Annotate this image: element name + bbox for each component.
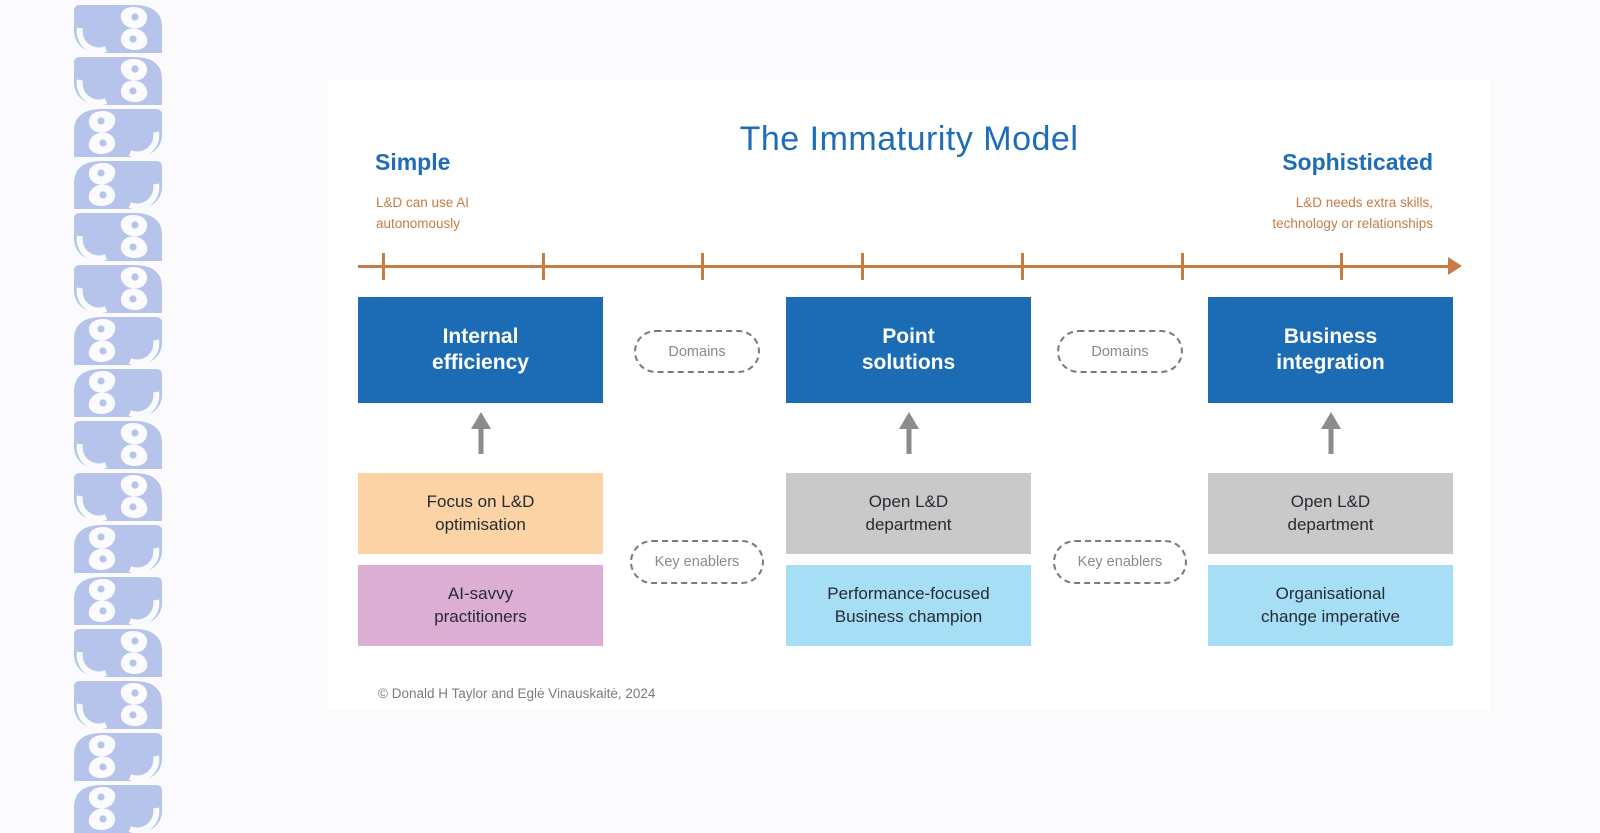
brand-pattern-strip xyxy=(74,0,162,833)
axis-arrowhead-icon xyxy=(1448,257,1462,275)
domains-pill: Domains xyxy=(634,330,760,373)
stage-internal-efficiency: Internal efficiency xyxy=(358,297,603,403)
logo-tile-icon xyxy=(74,5,162,53)
up-arrow-icon xyxy=(1320,412,1341,454)
column-business-integration: Business integration Open L&D department… xyxy=(1208,297,1453,646)
axis-tick xyxy=(1020,253,1024,280)
logo-tile-icon xyxy=(74,681,162,729)
enabler-open-ld-department-1: Open L&D department xyxy=(786,473,1031,554)
logo-tile-icon xyxy=(74,473,162,521)
logo-tile-icon xyxy=(74,317,162,365)
simple-subtext: L&D can use AI autonomously xyxy=(376,195,470,231)
axis-tick xyxy=(541,253,545,280)
key-enablers-pill: Key enablers xyxy=(1053,540,1187,584)
column-point-solutions: Point solutions Open L&D department Perf… xyxy=(786,297,1031,646)
logo-tile-icon xyxy=(74,733,162,781)
axis-tick xyxy=(1340,253,1344,280)
enabler-organisational-change-imperative: Organisational change imperative xyxy=(1208,565,1453,646)
logo-tile-icon xyxy=(74,265,162,313)
axis-tick xyxy=(1180,253,1184,280)
domains-pill: Domains xyxy=(1057,330,1183,373)
axis-tick xyxy=(861,253,865,280)
enabler-performance-focused-business-champion: Performance-focused Business champion xyxy=(786,565,1031,646)
key-enablers-pill: Key enablers xyxy=(630,540,764,584)
up-arrow-icon xyxy=(898,412,919,454)
enabler-open-ld-department-2: Open L&D department xyxy=(1208,473,1453,554)
logo-tile-icon xyxy=(74,109,162,157)
logo-tile-icon xyxy=(74,785,162,833)
logo-tile-icon xyxy=(74,57,162,105)
immaturity-model-slide: The Immaturity Model Simple L&D can use … xyxy=(328,80,1490,710)
logo-tile-icon xyxy=(74,577,162,625)
up-arrow-icon xyxy=(470,412,491,454)
logo-tile-icon xyxy=(74,161,162,209)
stage-business-integration: Business integration xyxy=(1208,297,1453,403)
logo-tile-icon xyxy=(74,213,162,261)
simple-heading: Simple xyxy=(375,149,451,175)
stage-point-solutions: Point solutions xyxy=(786,297,1031,403)
sophisticated-heading: Sophisticated xyxy=(1282,149,1433,175)
copyright-text: © Donald H Taylor and Eglė Vinauskaitė, … xyxy=(378,686,656,701)
sophisticated-subtext: L&D needs extra skills, technology or re… xyxy=(1272,195,1433,231)
logo-tile-icon xyxy=(74,369,162,417)
maturity-axis xyxy=(358,253,1462,280)
logo-tile-icon xyxy=(74,421,162,469)
axis-tick xyxy=(382,253,385,280)
logo-tile-icon xyxy=(74,525,162,573)
page-title: The Immaturity Model xyxy=(739,120,1079,158)
logo-tile-icon xyxy=(74,629,162,677)
axis-tick xyxy=(701,253,705,280)
column-internal-efficiency: Internal efficiency Focus on L&D optimis… xyxy=(358,297,603,646)
enabler-ai-savvy-practitioners: AI-savvy practitioners xyxy=(358,565,603,646)
enabler-focus-on-ld-optimisation: Focus on L&D optimisation xyxy=(358,473,603,554)
